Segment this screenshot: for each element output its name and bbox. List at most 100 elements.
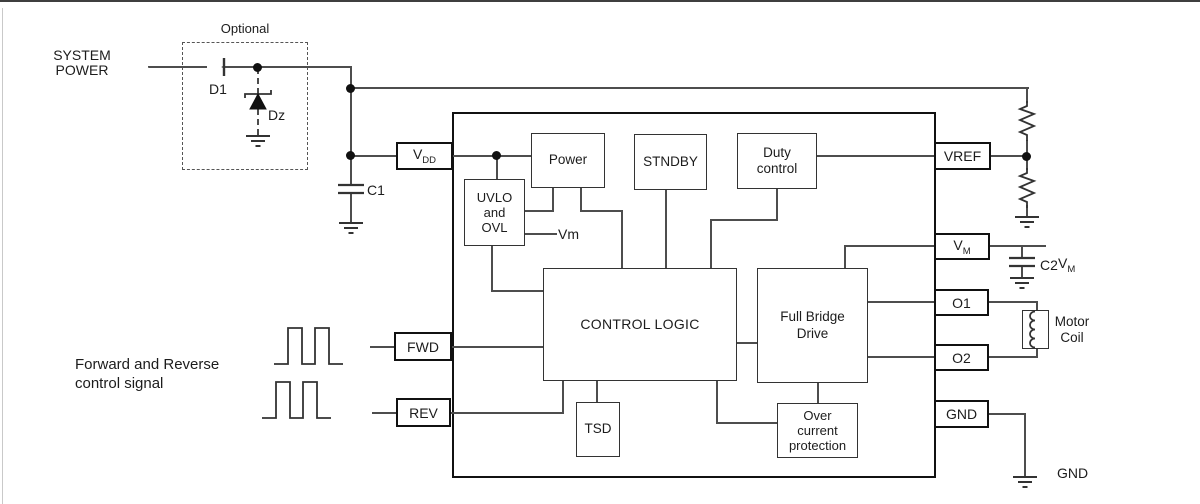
wire-resistor-bottom: [1026, 205, 1028, 216]
wire-power-to-logic: [580, 210, 623, 212]
ground-icon-gnd-pin: [1011, 474, 1039, 490]
wire-rail-drop: [350, 67, 352, 157]
d1-label: D1: [209, 81, 227, 97]
wire-vdd-branch: [351, 155, 398, 157]
junction-top-rail: [346, 84, 355, 93]
inductor-coil-icon: [1028, 310, 1042, 349]
wire-gnd-external: [987, 413, 1026, 415]
wire-zener-dash-bottom: [257, 109, 259, 135]
ground-icon-dz: [244, 133, 272, 149]
system-power-label: SYSTEM POWER: [53, 47, 111, 78]
control-signal-label: Forward and Reverse control signal: [75, 356, 220, 392]
block-full-bridge-drive: Full Bridge Drive: [757, 268, 868, 383]
c2-label: C2: [1040, 257, 1058, 273]
vm-terminal-label: VM: [1058, 255, 1076, 275]
pin-vm: VM: [934, 233, 990, 260]
block-tsd: TSD: [576, 402, 620, 457]
gnd-external-label: GND: [1057, 465, 1089, 481]
wire-zener-dash-top: [257, 68, 259, 94]
wire-vm-external: [988, 245, 1046, 247]
motor-coil-box: [1022, 310, 1049, 349]
wire-duty-to-vref: [816, 155, 936, 157]
wire-system-power-rail: [148, 66, 352, 68]
wire-c1-stem-bottom: [350, 193, 352, 222]
left-frame-line: [2, 8, 3, 504]
wire-uvlo-drop: [491, 245, 493, 292]
c1-label: C1: [367, 182, 385, 198]
block-duty-control: Duty control: [737, 133, 817, 189]
pin-o2: O2: [934, 344, 989, 371]
dz-label: Dz: [268, 107, 286, 123]
wire-duty-to-logic: [710, 219, 778, 221]
vm-internal-label: Vm: [558, 226, 579, 242]
wire-vm-internal-stub: [524, 233, 557, 235]
wire-c2-stem-bottom: [1021, 266, 1023, 277]
wire-stndby-drop: [665, 189, 667, 269]
motor-coil-label: Motor Coil: [1054, 314, 1090, 345]
wire-bridge-to-o1: [866, 301, 936, 303]
wire-bridge-to-ocp: [817, 382, 819, 404]
wire-bridge-vm-riser: [844, 245, 846, 269]
wire-top-rail: [351, 87, 1029, 89]
wire-bridge-to-vm-pin: [844, 245, 936, 247]
wire-c1-stem-top: [350, 156, 352, 185]
ground-icon-divider: [1013, 214, 1041, 230]
junction-d1-dz: [253, 63, 262, 72]
block-control-logic: CONTROL LOGIC: [543, 268, 737, 381]
junction-vdd-internal: [492, 151, 501, 160]
wire-c2-stem-top: [1021, 246, 1023, 258]
block-over-current-protection: Over current protection: [777, 403, 858, 458]
wire-o2-external: [988, 356, 1038, 358]
wire-duty-drop1: [776, 188, 778, 221]
wire-rev-run: [449, 412, 564, 414]
resistor-upper-icon: [1016, 101, 1038, 141]
wire-duty-drop2: [710, 219, 712, 269]
pin-gnd: GND: [934, 400, 989, 428]
wire-fwd-to-logic: [450, 346, 545, 348]
wire-fwd-stub: [370, 346, 395, 348]
wire-rev-riser: [562, 381, 564, 414]
wire-bridge-to-o2: [866, 356, 936, 358]
resistor-lower-icon: [1016, 168, 1038, 208]
wire-gnd-drop: [1024, 413, 1026, 476]
pin-vdd: VDD: [396, 142, 453, 170]
capacitor-c2-icon: [1008, 256, 1036, 268]
block-power: Power: [531, 133, 605, 188]
vm-terminal-circle-icon: [1045, 241, 1056, 252]
wire-power-drop1: [580, 187, 582, 212]
optional-label: Optional: [220, 21, 270, 36]
zener-diode-dz-icon: [242, 89, 274, 111]
fwd-pulse-waveform-icon: [272, 325, 346, 367]
block-uvlo-ovl: UVLO and OVL: [464, 179, 525, 246]
diode-d1-icon: [205, 56, 239, 78]
pin-fwd: FWD: [394, 332, 452, 361]
wire-uvlo-to-power: [524, 210, 554, 212]
ground-icon-c1: [337, 220, 365, 236]
wire-power-drop2: [621, 210, 623, 269]
wire-o2-coil-riser: [1036, 348, 1038, 358]
wire-o1-coil-drop: [1036, 301, 1038, 312]
junction-vdd: [346, 151, 355, 160]
junction-vref-divider: [1022, 152, 1031, 161]
pin-rev: REV: [396, 398, 451, 427]
top-frame-line: [0, 0, 1200, 2]
wire-logic-ocp-drop: [716, 380, 718, 424]
capacitor-c1-icon: [337, 183, 365, 195]
wire-uvlo-power-riser: [552, 188, 554, 212]
pin-vref: VREF: [934, 142, 991, 170]
wire-resistor-top: [1026, 88, 1028, 103]
ground-icon-c2: [1008, 275, 1036, 291]
rev-pulse-waveform-icon: [260, 379, 334, 421]
wire-rev-stub: [372, 412, 397, 414]
wire-logic-to-ocp: [716, 422, 779, 424]
optional-dashed-box: [182, 42, 308, 170]
block-stndby: STNDBY: [634, 134, 707, 190]
wire-uvlo-to-logic: [491, 290, 545, 292]
wire-vdd-to-uvlo: [496, 156, 498, 180]
pin-o1: O1: [934, 289, 989, 316]
wire-vref-external: [988, 155, 1029, 157]
wire-logic-to-tsd: [596, 380, 598, 403]
wire-o1-external: [988, 301, 1038, 303]
system-power-connector-icon: [123, 59, 150, 76]
